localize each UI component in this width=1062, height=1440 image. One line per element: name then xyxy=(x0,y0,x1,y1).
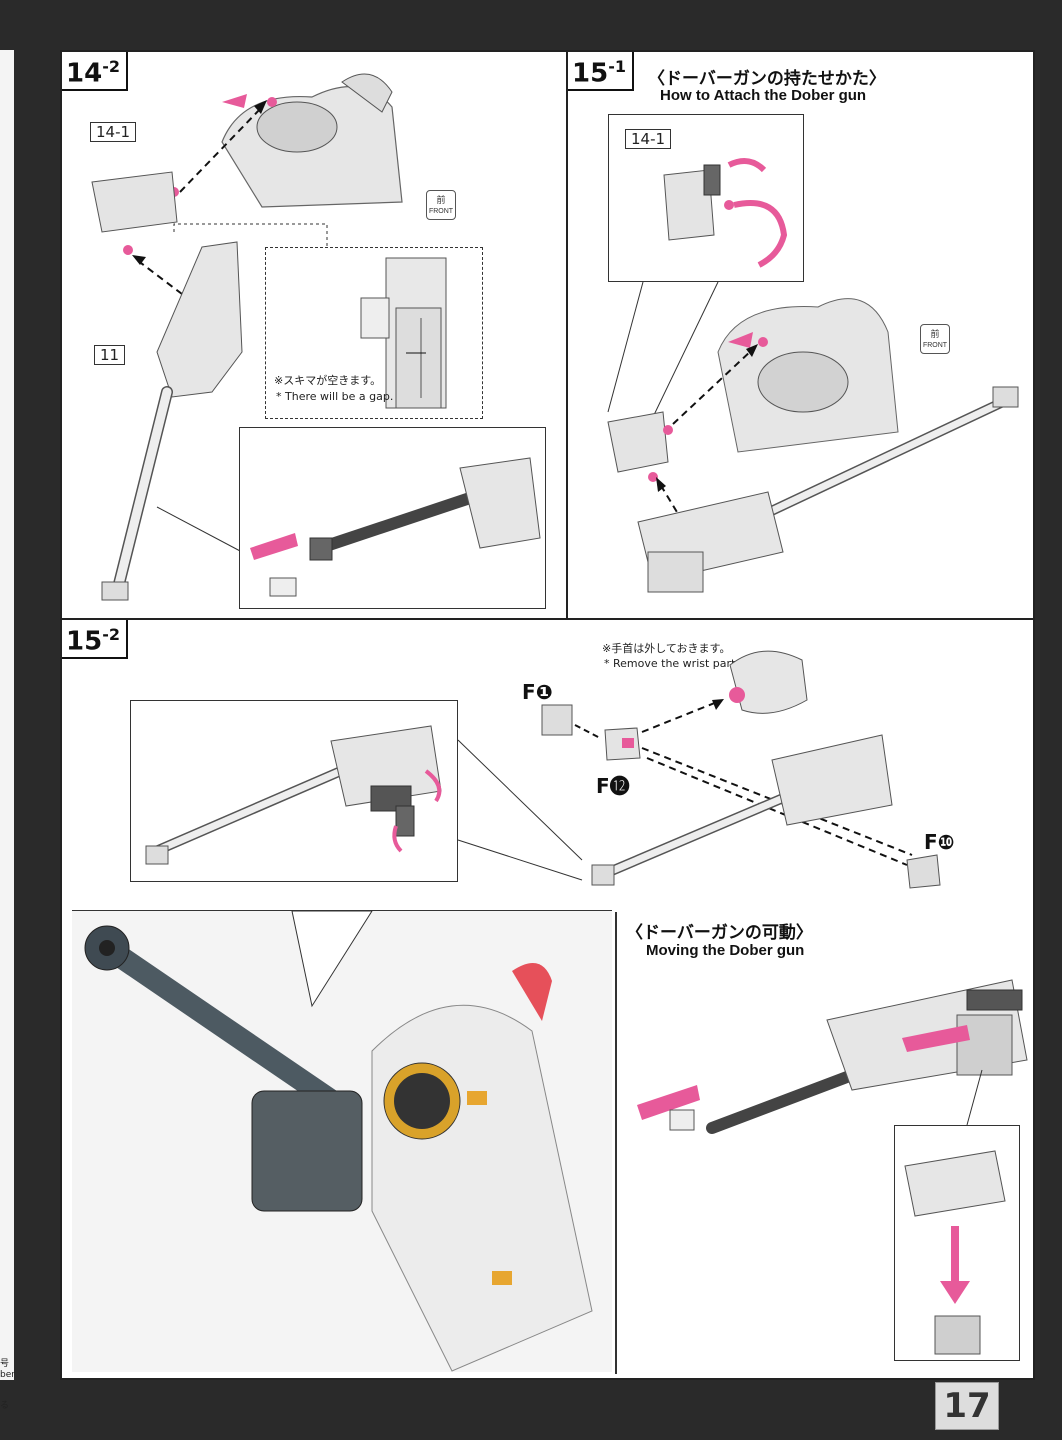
grip-detail-inset xyxy=(130,700,458,882)
barrel-detail-inset xyxy=(239,427,546,609)
slide-detail-inset xyxy=(894,1125,1020,1361)
gap-note-en: * There will be a gap. xyxy=(276,390,394,403)
front-icon: FRONT xyxy=(920,324,950,354)
front-icon: FRONT xyxy=(426,190,456,220)
step-15-1-label: 15-1 xyxy=(568,52,634,91)
step-14-2-label: 14-2 xyxy=(62,52,128,91)
step-15-1-panel: 15-1 〈ドーバーガンの持たせかた〉 How to Attach the Do… xyxy=(566,50,1035,620)
step-15-1-title-jp: 〈ドーバーガンの持たせかた〉 xyxy=(648,69,886,89)
gap-detail-inset: ※スキマが空きます。 * There will be a gap. xyxy=(265,247,483,419)
page-number: 17 xyxy=(935,1382,999,1430)
part-f12-label: F⓬ xyxy=(596,774,630,798)
assembled-photo xyxy=(72,910,612,1372)
joint-dot xyxy=(123,245,133,255)
joint-dot xyxy=(267,97,277,107)
wrist-note-en: * Remove the wrist part. xyxy=(604,657,739,670)
part-f1-label: F❶ xyxy=(522,680,553,704)
part-11-label: 11 xyxy=(94,345,126,365)
step-15-2-label: 15-2 xyxy=(62,620,128,659)
wrist-note-jp: ※手首は外しておきます。 xyxy=(602,642,731,655)
step-15-2-illustration xyxy=(457,650,941,889)
shoulder-joint xyxy=(256,101,338,153)
moving-title-jp: 〈ドーバーガンの可動〉 xyxy=(626,923,813,943)
left-page-edge xyxy=(0,50,14,1380)
part-14-1-label: 14-1 xyxy=(90,122,137,142)
step-14-2-illustration xyxy=(91,73,403,601)
dashed-arrow xyxy=(136,259,183,295)
moving-illustration xyxy=(637,979,1028,1134)
muzzle xyxy=(101,581,129,601)
gap-note-jp: ※スキマが空きます。 xyxy=(274,374,382,387)
part-f10-label: F❿ xyxy=(924,830,955,854)
step-15-1-illustration xyxy=(607,281,1019,593)
step-15-1-title-en: How to Attach the Dober gun xyxy=(660,87,867,104)
divider xyxy=(615,912,617,1374)
left-edge-text-1: 号 xyxy=(0,1359,10,1369)
step-15-2-panel: 15-2 ※手首は外しておきます。 * Remove the wrist par… xyxy=(60,618,1035,1380)
moving-title-en: Moving the Dober gun xyxy=(646,942,805,959)
part-14-1-label: 14-1 xyxy=(625,129,672,149)
part-14-1-hand xyxy=(91,171,178,233)
left-edge-text-3: る xyxy=(0,1401,10,1411)
part-11-gun xyxy=(156,241,243,398)
step-14-2-panel: 14-2 14-1 11 FRONT xyxy=(60,50,568,620)
hand-rotate-inset: 14-1 xyxy=(608,114,804,282)
dashed-arrow xyxy=(179,106,263,193)
pink-arrow xyxy=(222,94,247,108)
left-edge-text-2: ber xyxy=(0,1370,15,1380)
